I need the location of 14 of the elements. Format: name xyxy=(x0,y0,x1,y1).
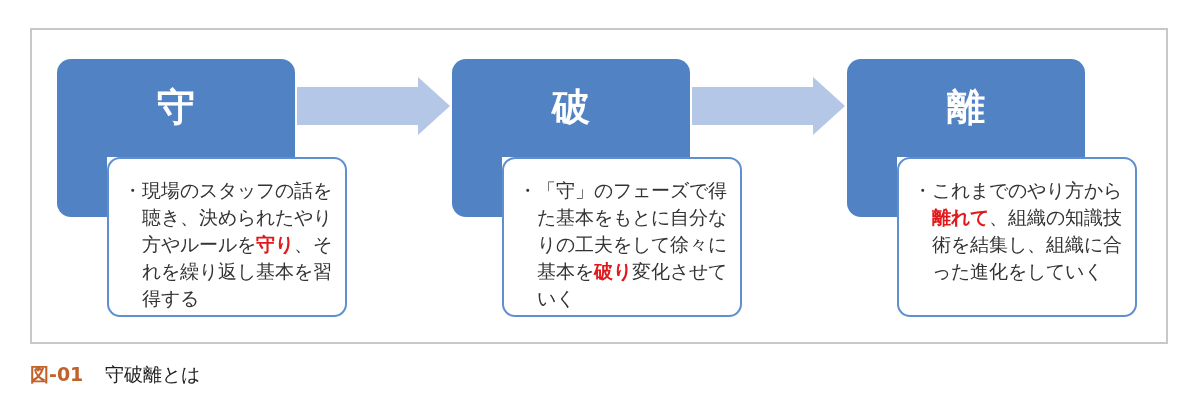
phase-title: 破 xyxy=(550,85,591,129)
description-text: ・現場のスタッフの話を聴き、決められたやり方やルールを守り、それを繰り返し基本を習得する xyxy=(123,178,333,311)
figure-number: 図-01 xyxy=(30,362,84,386)
phase-box xyxy=(847,59,1085,157)
figure-caption: 守破離とは xyxy=(105,362,201,386)
phase-title: 離 xyxy=(946,85,986,129)
description-box xyxy=(897,157,1137,317)
description-text: ・「守」のフェーズで得た基本をもとに自分なりの工夫をして徐々に基本を破り変化させていく xyxy=(518,178,728,311)
phase-box xyxy=(452,59,690,157)
description-box xyxy=(107,157,347,317)
phase-box xyxy=(57,59,295,157)
description-text: ・これまでのやり方から離れて、組織の知識技術を結集し、組織に合った進化をしていく xyxy=(913,178,1123,284)
phase-title: 守 xyxy=(156,85,196,129)
description-box xyxy=(502,157,742,317)
